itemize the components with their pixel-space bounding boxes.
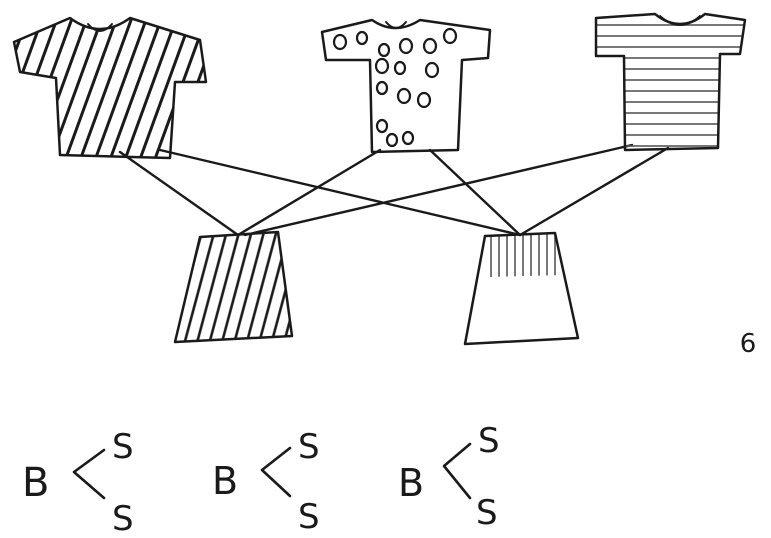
tree-root: B [398,461,424,505]
tree-diagram: B S S [22,427,134,538]
shirt-diagonal-stripes [0,0,220,170]
tree-root: B [212,459,238,503]
tree-branch: S [478,421,500,461]
tree-branch: S [476,493,498,533]
connector-lines [120,145,668,235]
shirt-polka-dots [322,20,490,152]
tree-branch: S [298,427,320,467]
tree-branch: S [298,497,320,537]
tree-diagram: B S S [398,421,500,533]
tree-root: B [22,460,49,506]
tree-diagram: B S S [212,427,320,537]
tree-branch: S [112,499,134,538]
shirt-horizontal-stripes [590,10,750,155]
count-label: 6 [740,329,757,359]
skirt-diagonal-stripes [170,228,300,348]
tree-branch: S [112,427,134,467]
skirt-plain [465,230,578,344]
